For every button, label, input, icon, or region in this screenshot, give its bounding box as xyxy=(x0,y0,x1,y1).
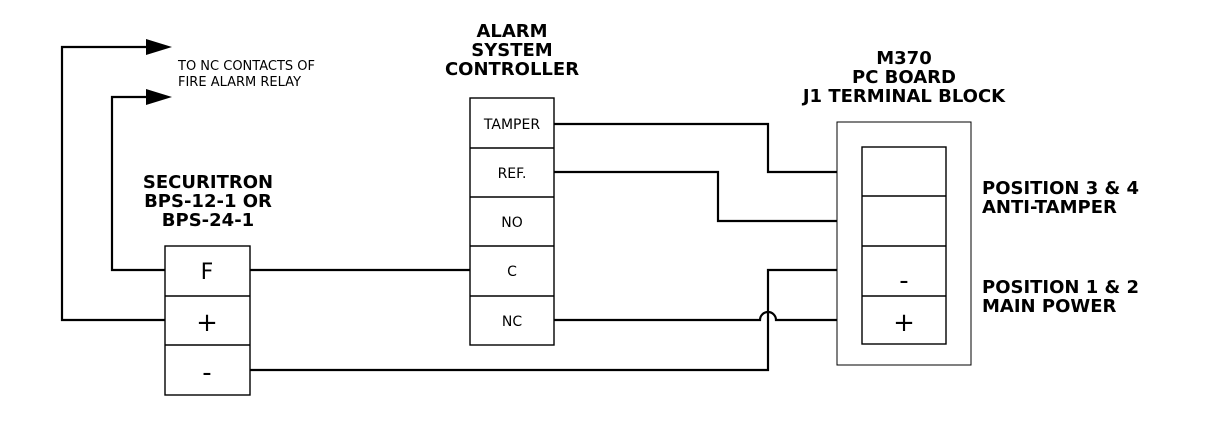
board-title-1: M370 xyxy=(876,48,932,69)
controller-title-1: ALARM xyxy=(476,21,547,42)
anti-tamper-label-1: POSITION 3 & 4 xyxy=(982,178,1139,199)
main-power-label-2: MAIN POWER xyxy=(982,296,1117,317)
board-terminal-minus: - xyxy=(899,266,908,296)
power-supply: SECURITRON BPS-12-1 OR BPS-24-1 F + - xyxy=(143,172,273,396)
wire-plus-to-relay xyxy=(60,45,165,322)
note-line-2: FIRE ALARM RELAY xyxy=(178,75,301,90)
pc-board: M370 PC BOARD J1 TERMINAL BLOCK - + xyxy=(801,48,1006,366)
wire-tamper xyxy=(554,122,862,174)
wire-minus xyxy=(250,268,862,372)
note-line-1: TO NC CONTACTS OF xyxy=(177,59,315,74)
board-title-2: PC BOARD xyxy=(852,67,956,88)
terminal-c: C xyxy=(507,264,517,280)
psu-terminal-f: F xyxy=(201,260,214,285)
alarm-controller: ALARM SYSTEM CONTROLLER TAMPER REF. NO C… xyxy=(445,21,579,346)
psu-terminal-minus: - xyxy=(202,358,211,388)
board-title-3: J1 TERMINAL BLOCK xyxy=(801,86,1006,107)
position-labels: POSITION 3 & 4 ANTI-TAMPER POSITION 1 & … xyxy=(982,178,1139,317)
main-power-label-1: POSITION 1 & 2 xyxy=(982,277,1139,298)
psu-box xyxy=(164,245,251,396)
wire-nc-to-plus xyxy=(554,310,862,322)
controller-box xyxy=(469,97,555,346)
psu-title-3: BPS-24-1 xyxy=(162,210,254,231)
anti-tamper-label-2: ANTI-TAMPER xyxy=(982,197,1117,218)
arrow-lower-icon xyxy=(146,89,172,105)
board-terminal-plus: + xyxy=(893,308,915,338)
arrow-upper-icon xyxy=(146,39,172,55)
controller-title-2: SYSTEM xyxy=(471,40,552,61)
terminal-nc: NC xyxy=(502,314,522,330)
controller-title-3: CONTROLLER xyxy=(445,59,579,80)
terminal-ref: REF. xyxy=(498,166,527,182)
terminal-tamper: TAMPER xyxy=(483,117,540,133)
fire-relay-note: TO NC CONTACTS OF FIRE ALARM RELAY xyxy=(177,59,315,90)
psu-title-2: BPS-12-1 OR xyxy=(144,191,272,212)
psu-title-1: SECURITRON xyxy=(143,172,273,193)
wire-f-to-relay xyxy=(110,95,165,272)
wires xyxy=(60,39,862,372)
psu-terminal-plus: + xyxy=(196,308,218,338)
terminal-no: NO xyxy=(501,215,523,231)
wire-ref xyxy=(554,170,862,223)
